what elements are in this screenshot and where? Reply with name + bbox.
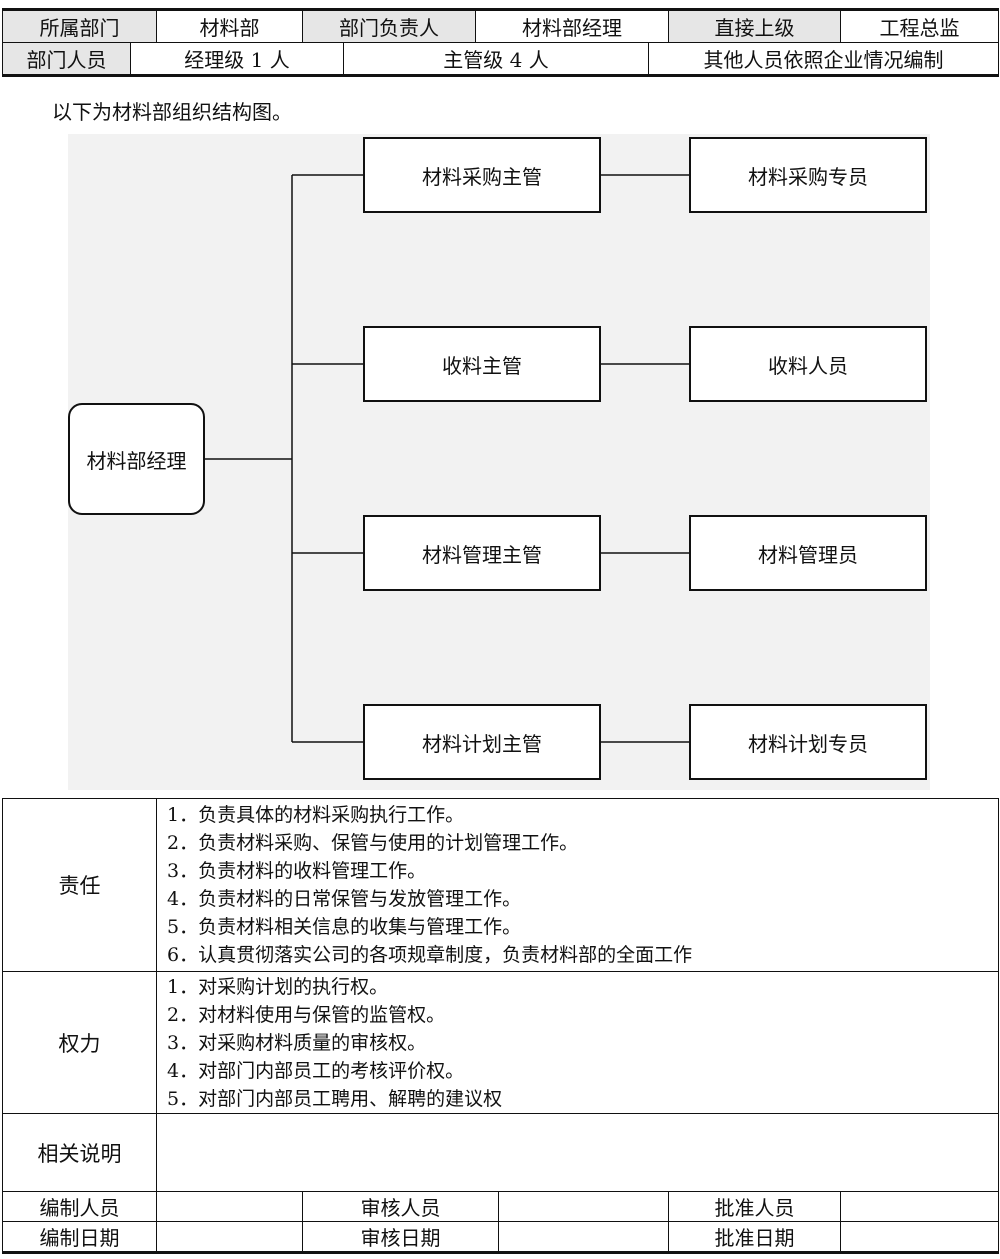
node-supervisor-1: 材料采购主管 — [363, 137, 601, 213]
node-staff-4: 材料计划专员 — [689, 704, 927, 780]
responsibilities-list: 1．负责具体的材料采购执行工作。 2．负责材料采购、保管与使用的计划管理工作。 … — [156, 798, 999, 972]
node-staff-3: 材料管理员 — [689, 515, 927, 591]
authority-item: 3．对采购材料质量的审核权。 — [167, 1031, 427, 1054]
responsibility-item: 3．负责材料的收料管理工作。 — [167, 860, 427, 882]
intro-text: 以下为材料部组织结构图。 — [52, 100, 292, 124]
node-staff-1: 材料采购专员 — [689, 137, 927, 213]
staff-other: 其他人员依照企业情况编制 — [648, 42, 999, 77]
authority-item: 5．对部门内部员工聘用、解聘的建议权 — [167, 1087, 503, 1110]
approved-by-label: 批准人员 — [668, 1191, 841, 1222]
node-staff-2: 收料人员 — [689, 326, 927, 402]
responsibility-item: 4．负责材料的日常保管与发放管理工作。 — [167, 888, 522, 910]
signoff-table: 编制人员 审核人员 批准人员 编制日期 审核日期 批准日期 — [2, 1191, 999, 1254]
superior-value: 工程总监 — [840, 8, 999, 43]
prepared-by-field[interactable] — [156, 1191, 303, 1222]
org-chart-connectors — [68, 134, 930, 790]
authority-item: 4．对部门内部员工的考核评价权。 — [167, 1059, 465, 1082]
approved-by-field[interactable] — [840, 1191, 999, 1222]
authority-label: 权力 — [2, 971, 157, 1114]
notes-label: 相关说明 — [2, 1113, 157, 1192]
staff-label: 部门人员 — [2, 42, 131, 77]
staff-manager: 经理级 1 人 — [130, 42, 344, 77]
authority-item: 2．对材料使用与保管的监管权。 — [167, 1003, 446, 1026]
prepared-date-field[interactable] — [156, 1221, 303, 1254]
authority-item: 1．对采购计划的执行权。 — [167, 975, 389, 998]
notes-value — [156, 1113, 999, 1192]
approved-date-label: 批准日期 — [668, 1221, 841, 1254]
superior-label: 直接上级 — [668, 8, 841, 43]
responsibility-item: 1．负责具体的材料采购执行工作。 — [167, 804, 465, 826]
node-root: 材料部经理 — [68, 403, 205, 515]
dept-label: 所属部门 — [2, 8, 157, 43]
staff-supervisor: 主管级 4 人 — [343, 42, 649, 77]
node-supervisor-2: 收料主管 — [363, 326, 601, 402]
reviewed-by-field[interactable] — [498, 1191, 669, 1222]
reviewed-date-label: 审核日期 — [302, 1221, 499, 1254]
duties-table: 责任 1．负责具体的材料采购执行工作。 2．负责材料采购、保管与使用的计划管理工… — [2, 798, 999, 1192]
org-chart: 材料部经理 材料采购主管 材料采购专员 收料主管 收料人员 材料管理主管 材料管… — [0, 126, 1000, 790]
responsibility-item: 6．认真贯彻落实公司的各项规章制度，负责材料部的全面工作 — [167, 944, 693, 966]
reviewed-date-field[interactable] — [498, 1221, 669, 1254]
prepared-by-label: 编制人员 — [2, 1191, 157, 1222]
responsibility-item: 5．负责材料相关信息的收集与管理工作。 — [167, 916, 522, 938]
responsibilities-label: 责任 — [2, 798, 157, 972]
header-table: 所属部门 材料部 部门负责人 材料部经理 直接上级 工程总监 — [2, 8, 999, 43]
responsibility-item: 2．负责材料采购、保管与使用的计划管理工作。 — [167, 832, 579, 854]
org-chart-background — [68, 134, 930, 790]
approved-date-field[interactable] — [840, 1221, 999, 1254]
head-label: 部门负责人 — [302, 8, 476, 43]
reviewed-by-label: 审核人员 — [302, 1191, 499, 1222]
staff-table: 部门人员 经理级 1 人 主管级 4 人 其他人员依照企业情况编制 — [2, 42, 999, 77]
head-value: 材料部经理 — [475, 8, 669, 43]
prepared-date-label: 编制日期 — [2, 1221, 157, 1254]
node-supervisor-4: 材料计划主管 — [363, 704, 601, 780]
node-supervisor-3: 材料管理主管 — [363, 515, 601, 591]
authority-list: 1．对采购计划的执行权。 2．对材料使用与保管的监管权。 3．对采购材料质量的审… — [156, 971, 999, 1114]
dept-value: 材料部 — [156, 8, 303, 43]
